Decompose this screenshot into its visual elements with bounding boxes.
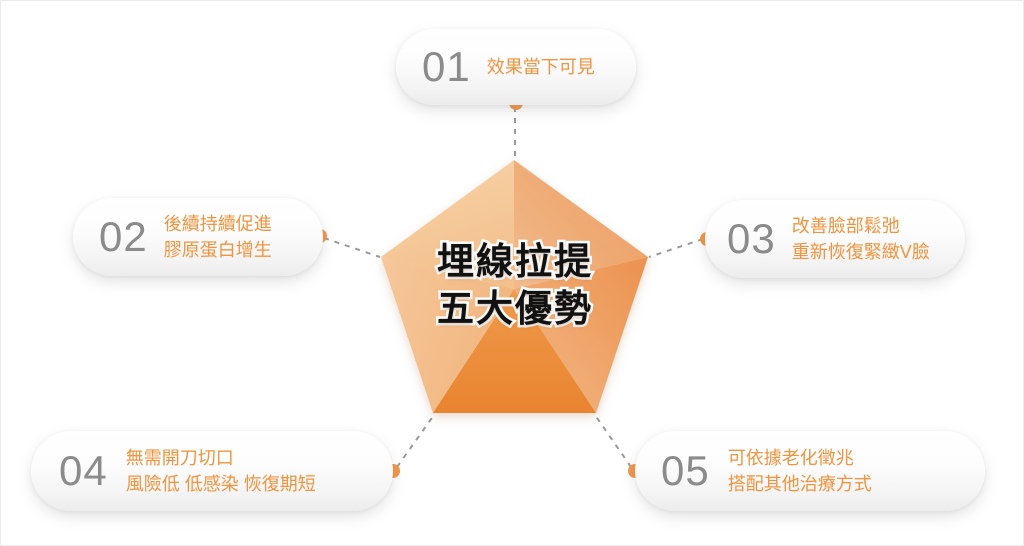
benefit-text-04-line-1: 無需開刀切口 [125,447,234,468]
benefit-text-04-line-2: 風險低 低感染 恢復期短 [125,474,316,494]
page-title: 埋線拉提 五大優勢 [391,239,639,332]
page-title-line-1: 埋線拉提 [435,239,594,285]
pentagon-segment-right [514,257,648,413]
benefit-text-04: 無需開刀切口 風險低 低感染 恢復期短 [126,445,316,497]
benefit-text-02-line-1: 後續持續促進 [163,213,272,234]
benefit-card-05[interactable]: 05 可依據老化徵兆 搭配其他治療方式 [635,431,985,511]
pentagon-segment-top-left [381,160,514,289]
benefit-card-01[interactable]: 01 效果當下可見 [396,29,636,105]
benefit-text-03-line-2: 重新恢復緊緻V臉 [791,242,930,262]
benefit-number-03: 03 [727,215,776,262]
benefit-text-05-line-2: 搭配其他治療方式 [727,474,872,494]
benefit-number-05: 05 [661,447,710,494]
benefit-text-01: 效果當下可見 [487,54,595,80]
benefit-card-03[interactable]: 03 改善臉部鬆弛 重新恢復緊緻V臉 [705,200,965,278]
benefit-card-04[interactable]: 04 無需開刀切口 風險低 低感染 恢復期短 [31,431,393,511]
benefit-number-02: 02 [99,213,148,260]
benefit-text-02: 後續持續促進 膠原蛋白增生 [164,211,272,263]
benefit-number-04: 04 [59,447,108,494]
benefit-card-02[interactable]: 02 後續持續促進 膠原蛋白增生 [73,198,323,276]
benefit-text-02-line-2: 膠原蛋白增生 [163,240,272,260]
benefit-text-01-line-1: 效果當下可見 [486,56,595,77]
benefit-text-05: 可依據老化徵兆 搭配其他治療方式 [728,445,872,497]
pentagon-segment-bottom [433,289,596,413]
page-title-line-2: 五大優勢 [435,285,594,331]
benefit-text-03: 改善臉部鬆弛 重新恢復緊緻V臉 [792,213,930,265]
benefit-text-05-line-1: 可依據老化徵兆 [727,447,854,468]
pentagon-segment-top-right [514,160,648,289]
benefit-text-03-line-1: 改善臉部鬆弛 [791,215,900,236]
benefit-number-01: 01 [422,43,471,90]
pentagon-segment-left [381,257,514,413]
